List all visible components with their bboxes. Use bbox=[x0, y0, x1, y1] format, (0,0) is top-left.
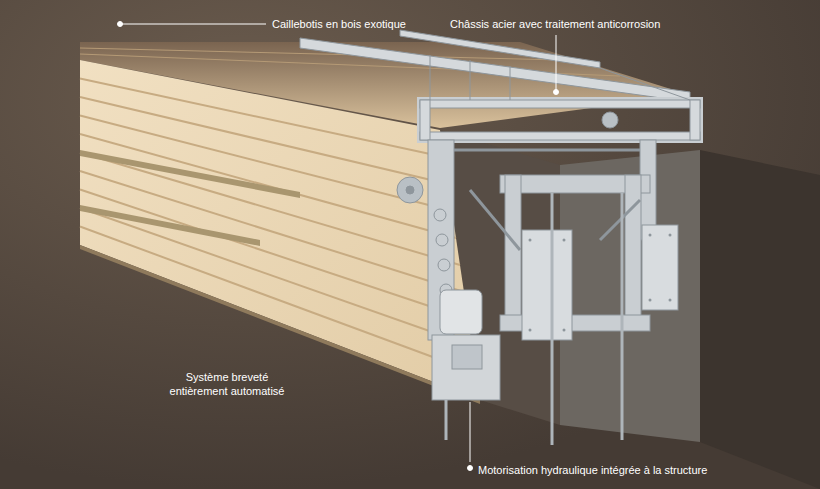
hydraulic-mechanism bbox=[397, 112, 678, 400]
wall-side bbox=[700, 150, 820, 489]
rods bbox=[446, 193, 622, 445]
steel-chassis bbox=[300, 30, 700, 140]
callout-label: Système breveté entièrement automatisé bbox=[157, 370, 297, 398]
callout-label: Motorisation hydraulique intégrée à la s… bbox=[478, 463, 707, 477]
pit-wall bbox=[560, 150, 700, 442]
callout-label: Châssis acier avec traitement anticorros… bbox=[450, 17, 660, 31]
leader-lines bbox=[118, 22, 559, 471]
callout-label: Caillebotis en bois exotique bbox=[272, 17, 406, 31]
stack-edge bbox=[80, 245, 480, 404]
slat-stack bbox=[80, 60, 480, 400]
slat-lines bbox=[80, 79, 476, 374]
slat-shadows bbox=[80, 150, 300, 246]
bolts bbox=[529, 234, 672, 332]
